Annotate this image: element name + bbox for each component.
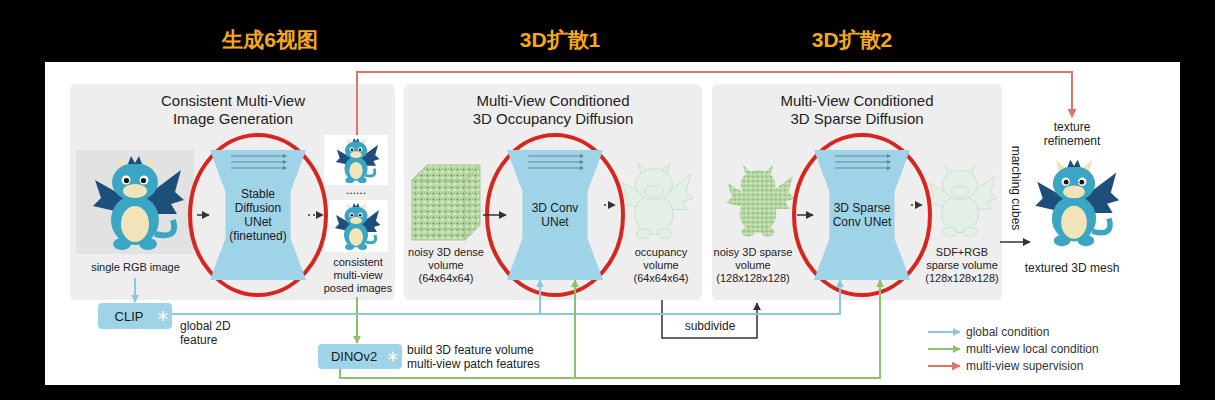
encoder-box: CLIP	[98, 303, 172, 329]
ellipsis-mark: ......	[326, 183, 386, 197]
skip-connection	[528, 168, 580, 169]
skip-arrowhead	[887, 160, 891, 164]
legend-line	[928, 365, 960, 367]
volume-caption: noisy 3D sparse volume (128x128x128)	[712, 246, 794, 285]
unet-outline	[814, 150, 910, 280]
noisy-cube	[412, 165, 480, 240]
condition-connector	[172, 280, 840, 314]
feature-note: global 2D feature	[180, 319, 250, 347]
feature-note: build 3D feature volume multi-view patch…	[407, 343, 557, 371]
unet-block: Stable Diffusion UNet (finetuned)	[210, 150, 306, 280]
skip-connection	[835, 168, 887, 169]
image-to-clip	[134, 278, 136, 302]
unet-block: 3D Conv UNet	[507, 150, 603, 280]
skip-arrowhead	[580, 166, 584, 170]
dragon-view	[335, 203, 381, 250]
stage-panel	[70, 84, 395, 300]
skip-arrowhead	[283, 160, 287, 164]
panel-heading: Consistent Multi-View Image Generation	[149, 92, 317, 128]
skip-connection	[528, 156, 580, 157]
legend-text: global condition	[966, 325, 1049, 339]
unet-label: 3D Sparse Conv UNet	[831, 201, 892, 229]
legend-line	[928, 348, 960, 350]
skip-connection	[528, 162, 580, 163]
skip-arrowhead	[580, 154, 584, 158]
stage-label: 生成6视图	[190, 27, 350, 53]
view-ground	[324, 135, 388, 185]
volume-caption: noisy 3D dense volume (64x64x64)	[403, 246, 489, 285]
unet-block: 3D Sparse Conv UNet	[814, 150, 910, 280]
stage-label: 3D扩散1	[480, 27, 640, 53]
stage-panel	[712, 84, 1002, 300]
encoder-box	[98, 303, 172, 329]
noisy-sparse-shape	[726, 165, 795, 236]
legend-text: multi-view local condition	[966, 342, 1099, 356]
image-caption: consistent multi-view posed images	[322, 256, 394, 295]
unet-label: Stable Diffusion UNet (finetuned)	[227, 187, 288, 243]
skip-connection	[231, 156, 283, 157]
highlight-circle	[190, 135, 326, 295]
encoder-box: DINOv2	[318, 344, 402, 369]
occupancy-shape	[620, 163, 693, 238]
skip-arrowhead	[887, 166, 891, 170]
skip-connection	[231, 162, 283, 163]
volume-caption: occupancy volume (64x64x64)	[622, 246, 700, 285]
step-label: subdivide	[670, 319, 750, 333]
volume-caption: SDF+RGB sparse volume (128x128x128)	[922, 246, 1002, 285]
stage-label: 3D扩散2	[772, 27, 932, 53]
dragon-view	[336, 138, 380, 183]
panel-heading: Multi-View Conditioned 3D Sparse Diffusi…	[773, 92, 941, 128]
skip-connection	[231, 168, 283, 169]
step-label: marching cubes	[1009, 138, 1023, 238]
unet-outline	[210, 150, 306, 280]
unet-outline	[507, 150, 603, 280]
skip-arrowhead	[887, 154, 891, 158]
unet-label: 3D Conv UNet	[524, 201, 585, 229]
skip-connection	[835, 162, 887, 163]
box-label: DINOv2	[331, 349, 377, 364]
legend-text: multi-view supervision	[966, 359, 1083, 373]
image-caption: single RGB image	[78, 261, 193, 274]
encoder-box	[318, 344, 402, 369]
panel-heading: Multi-View Conditioned 3D Occupancy Diff…	[469, 92, 637, 128]
image-caption: textured 3D mesh	[1017, 261, 1127, 275]
dragon-photo	[93, 156, 184, 250]
legend-line	[928, 331, 960, 333]
highlight-circle	[794, 135, 930, 295]
step-label: texture refinement	[1032, 120, 1112, 148]
views-to-dino	[356, 297, 358, 343]
skip-arrowhead	[283, 154, 287, 158]
box-label: CLIP	[115, 309, 144, 324]
skip-connection	[835, 156, 887, 157]
white-board	[45, 62, 1180, 385]
dragon-mesh	[1035, 160, 1119, 246]
sdf-shape	[928, 165, 997, 236]
highlight-circle	[487, 135, 623, 295]
view-ground	[324, 200, 388, 252]
stage-panel	[404, 84, 702, 300]
photo-ground	[76, 150, 194, 254]
skip-arrowhead	[580, 160, 584, 164]
skip-arrowhead	[283, 166, 287, 170]
supervision-line	[357, 72, 1072, 135]
condition-connector	[340, 280, 880, 378]
